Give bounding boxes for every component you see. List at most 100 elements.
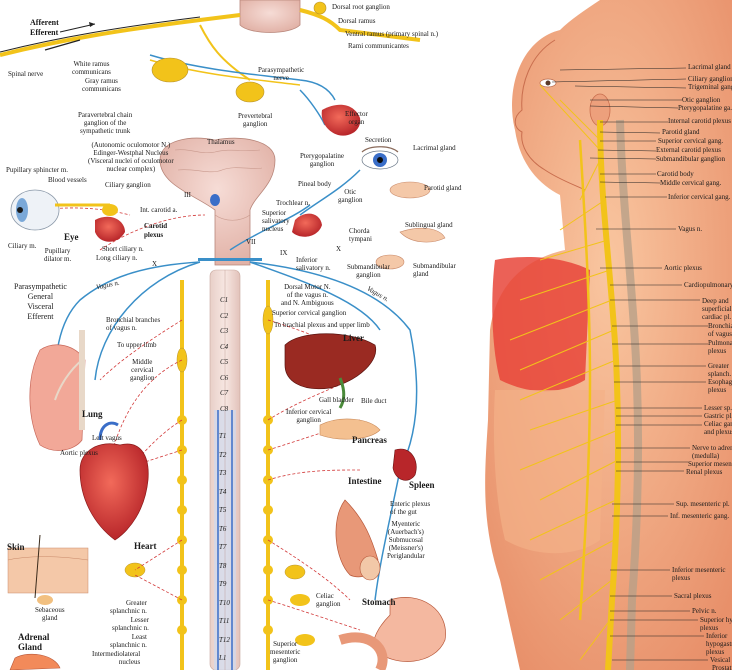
parotid-gland-shape	[389, 181, 431, 199]
thoracic-level-9: T9	[219, 580, 227, 588]
carotid-plexus-shape	[292, 213, 322, 237]
heart-shape	[79, 421, 149, 541]
superior-mesenteric-ganglion-label: Superior mesenteric ganglion	[270, 640, 301, 664]
right-label-8: Superior cervical gang.	[658, 137, 724, 145]
spinal-section-diagram	[0, 0, 421, 136]
right-label-22: Pulmonary	[708, 339, 732, 347]
stomach-label: Stomach	[362, 597, 396, 607]
cervical-level-4: C4	[220, 342, 229, 351]
edinger-westphal-label: (Autonomic oculomotor N.) Edinger-Westph…	[88, 141, 174, 173]
right-label-16: Cardiopulmonary	[684, 281, 732, 289]
lacrimal-eye	[361, 146, 399, 170]
eye-label: Eye	[64, 232, 79, 242]
submandibular-gland-shape	[375, 254, 405, 270]
right-label-4: Otic ganglion	[682, 96, 721, 104]
right-label-38: Inferior mesenteric	[672, 566, 726, 574]
lung-shape	[29, 330, 86, 451]
bronchial-branches-label: Bronchial branches of vagus n.	[106, 316, 161, 332]
cervical-level-2: C2	[220, 311, 229, 320]
liver-shape	[284, 333, 377, 390]
right-label-40: Sacral plexus	[674, 592, 712, 600]
adrenal-shape	[9, 653, 61, 670]
thoracic-level-7: T7	[219, 543, 227, 551]
ciliary-m-label: Ciliary m.	[8, 242, 37, 250]
right-label-45: hypogastric	[706, 640, 732, 648]
right-label-39: plexus	[672, 574, 691, 582]
thoracic-level-10: T10	[219, 598, 230, 607]
thoracic-level-12: T12	[219, 635, 230, 644]
spleen-label: Spleen	[409, 480, 435, 490]
cranial-nerve-vii: VII	[246, 238, 256, 246]
dorsal-ramus-label: Dorsal ramus	[338, 17, 376, 25]
thoracic-level-1: T1	[219, 432, 227, 440]
right-label-15: Aortic plexus	[664, 264, 702, 272]
thoracic-level-8: T8	[219, 561, 227, 570]
right-label-30: Celiac gang.	[704, 420, 732, 428]
celiac-ganglion-shape	[290, 594, 310, 606]
cervical-level-6: C6	[220, 373, 229, 382]
pancreas-label: Pancreas	[352, 435, 387, 445]
cervical-level-7: C7	[220, 389, 229, 397]
dorsal-root-ganglion-label: Dorsal root ganglion	[332, 3, 390, 11]
eye-diagram	[10, 189, 118, 231]
left-vagus-label: Left vagus	[92, 434, 122, 442]
to-upper-limb-label: To upper limb	[117, 341, 157, 349]
gall-bladder-label: Gall bladder	[319, 396, 354, 404]
rami-communicantes-label: Rami communicantes	[348, 42, 409, 50]
short-ciliary-label: Short ciliary n.	[102, 245, 144, 253]
right-label-28: Lesser sp.	[704, 404, 732, 412]
right-label-47: Vesical	[710, 656, 731, 664]
right-label-34: Superior mesenteric	[688, 460, 732, 468]
pineal-body-label: Pineal body	[298, 180, 332, 188]
lacrimal-gland-label: Lacrimal gland	[413, 144, 456, 152]
right-label-2: Ciliary ganglion	[688, 75, 732, 83]
long-ciliary-label: Long ciliary n.	[96, 254, 138, 262]
white-ramus-label: White ramus communicans	[72, 60, 111, 76]
right-label-48: Prostatic	[712, 664, 732, 672]
cervical-level-5: C5	[220, 358, 229, 366]
right-label-1: Lacrimal gland	[688, 63, 731, 71]
leader-lines	[551, 67, 708, 661]
right-label-3: Trigeminal gang.	[688, 83, 732, 91]
spinal-nerve-label: Spinal nerve	[8, 70, 44, 78]
chorda-tympani-label: Chorda tympani	[349, 227, 372, 243]
cervical-level-8: C8	[220, 404, 229, 413]
parasympathetic-nerve-label: Parasympathetic nerve	[258, 66, 305, 82]
thoracic-level-4: T4	[219, 487, 227, 496]
right-label-36: Sup. mesenteric pl.	[676, 500, 730, 508]
right-label-43: plexus	[700, 624, 719, 632]
right-label-20: Bronchial	[708, 322, 732, 330]
pupillary-sphincter-label: Pupillary sphincter m.	[6, 166, 69, 174]
sublingual-gland-shape	[399, 227, 446, 243]
right-label-18: superficial	[702, 305, 732, 313]
carotid-plexus-left	[95, 216, 125, 242]
right-label-29: Gastric pl.	[704, 412, 732, 420]
cervical-level-1: C1	[220, 296, 229, 304]
right-label-14: Vagus n.	[678, 225, 703, 233]
right-label-37: Inf. mesenteric gang.	[670, 512, 730, 520]
otic-ganglion-label: Otic ganglion	[338, 188, 363, 204]
superior-cervical-ganglion-label: Superior cervical ganglion	[272, 309, 347, 317]
skin-shape	[7, 547, 89, 594]
trochlear-label: Trochlear n.	[276, 199, 310, 207]
parasympathetic-gve-title: Parasympathetic General Visceral Efferen…	[14, 282, 67, 321]
secretion-label: Secretion	[365, 136, 392, 144]
aortic-plexus-left-label: Aortic plexus	[60, 449, 98, 457]
right-label-31: and plexus	[704, 428, 732, 436]
body-figure	[485, 0, 732, 670]
right-label-32: Nerve to adrenal	[692, 444, 732, 452]
right-label-42: Superior hypogastric	[700, 616, 732, 624]
parotid-gland-label: Parotid gland	[424, 184, 462, 192]
inferior-cervical-ganglion-label: Inferior cervical ganglion	[286, 408, 332, 424]
sebaceous-gland-label: Sebaceous gland	[35, 606, 65, 622]
thoracic-level-3: T3	[219, 469, 227, 477]
sup-mesenteric-ganglion-shape	[295, 634, 315, 646]
gray-ramus-label: Gray ramus communicans	[82, 77, 121, 93]
afferent-label: Afferent	[30, 18, 59, 27]
lung-label: Lung	[82, 409, 103, 419]
right-label-24: Greater	[708, 362, 729, 370]
right-label-46: plexus	[706, 648, 725, 656]
celiac-ganglion-label: Celiac ganglion	[316, 592, 341, 608]
